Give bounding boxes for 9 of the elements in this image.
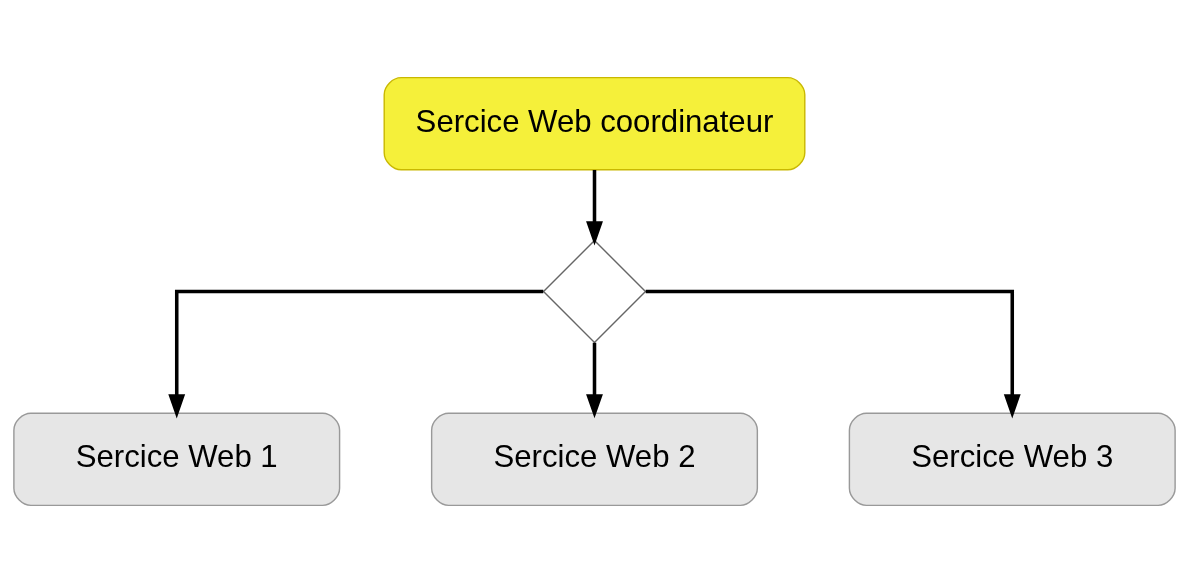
node-box: Sercice Web 3 [848,412,1176,507]
node-box: Sercice Web coordinateur [383,76,806,171]
node-box: Sercice Web 2 [430,412,759,507]
node-diamond [542,239,647,344]
arrow [168,289,544,419]
arrow [645,289,1021,419]
arrow [586,342,603,419]
node-box: Sercice Web 1 [13,412,341,507]
arrow [586,170,603,246]
